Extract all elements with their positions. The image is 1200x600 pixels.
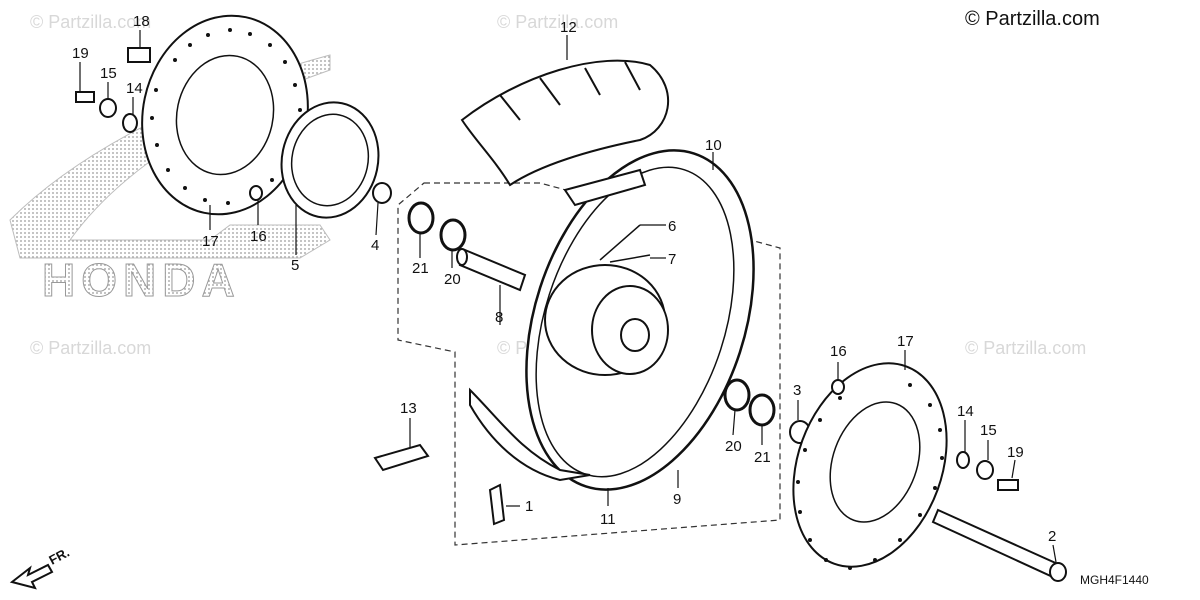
- watermark: © Partzilla.com: [30, 12, 152, 32]
- leader-lines: [79, 30, 1057, 563]
- callout-1: 1: [525, 498, 533, 515]
- callout-3: 3: [793, 382, 801, 399]
- axle-spacer: [456, 248, 527, 292]
- callout-12: 12: [560, 19, 577, 36]
- callout-15-right: 15: [980, 422, 997, 439]
- honda-logo: HONDA: [9, 54, 331, 307]
- front-direction-indicator: FR.: [9, 545, 72, 590]
- collar: [372, 182, 392, 204]
- diagram-code: MGH4F1440: [1080, 573, 1149, 587]
- callout-11: 11: [600, 511, 616, 528]
- callout-15: 15: [100, 65, 117, 82]
- callout-numbers: 18 19 15 14 17 16 5 4 21 20 8 12 10 6 7 …: [72, 13, 1056, 545]
- pulser-ring: [280, 101, 380, 219]
- callout-21-right: 21: [754, 449, 771, 466]
- copyright-label: © Partzilla.com: [965, 8, 1100, 30]
- right-brake-disc: [792, 362, 948, 570]
- callout-13: 13: [400, 400, 417, 417]
- callout-20-right: 20: [725, 438, 742, 455]
- callout-17-right: 17: [897, 333, 914, 350]
- callout-18: 18: [133, 13, 150, 30]
- right-fasteners: [831, 379, 1019, 491]
- callout-5: 5: [291, 257, 299, 274]
- tire: [460, 59, 669, 187]
- callout-19-right: 19: [1007, 444, 1024, 461]
- callout-9: 9: [673, 491, 681, 508]
- callout-16: 16: [250, 228, 267, 245]
- callout-14: 14: [126, 80, 143, 97]
- watermark: © Partzilla.com: [965, 338, 1087, 358]
- callout-10: 10: [705, 137, 722, 154]
- direction-label: FR.: [46, 545, 72, 568]
- balance-weight: [373, 443, 430, 472]
- callout-6: 6: [668, 218, 676, 235]
- valve-stem: [488, 483, 506, 526]
- left-fasteners: [75, 47, 263, 201]
- bearings: [407, 201, 776, 427]
- callout-4: 4: [371, 237, 379, 254]
- callout-14-right: 14: [957, 403, 974, 420]
- callout-2: 2: [1048, 528, 1056, 545]
- callout-7: 7: [668, 251, 676, 268]
- callout-17: 17: [202, 233, 219, 250]
- watermark: © Partzilla.com: [30, 338, 152, 358]
- wheel-hub: [544, 224, 669, 376]
- callout-20: 20: [444, 271, 461, 288]
- left-brake-disc: [141, 14, 309, 216]
- callout-21: 21: [412, 260, 429, 277]
- callout-16-right: 16: [830, 343, 847, 360]
- assembly-outline: [397, 182, 781, 546]
- callout-8: 8: [495, 309, 503, 326]
- callout-19: 19: [72, 45, 89, 62]
- arrow-icon: [9, 563, 54, 590]
- front-axle: [931, 508, 1067, 582]
- watermark: © Partzilla.com: [497, 12, 619, 32]
- honda-logo-text: HONDA: [42, 254, 241, 306]
